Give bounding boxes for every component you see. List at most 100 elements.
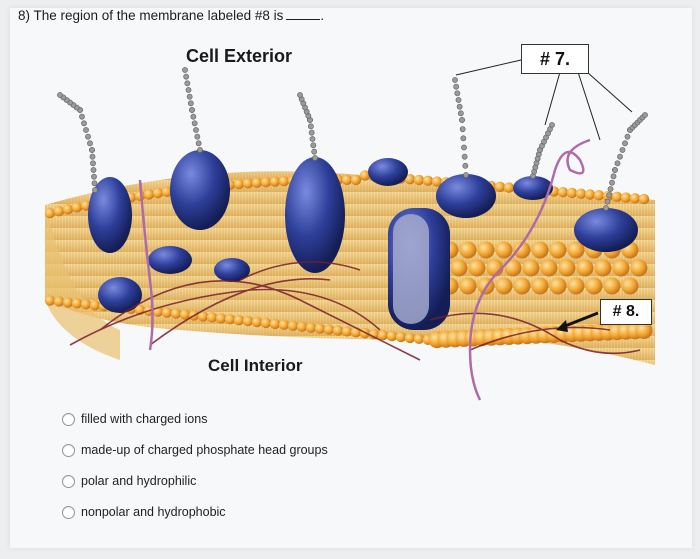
- sugar-bead: [189, 107, 195, 113]
- sugar-bead: [193, 127, 199, 133]
- membrane-side: [45, 205, 120, 360]
- phosphate-head: [567, 241, 585, 259]
- sugar-bead: [460, 135, 467, 142]
- phosphate-head: [62, 297, 74, 308]
- protein: [574, 208, 638, 252]
- phosphate-head: [638, 193, 650, 205]
- radio-button[interactable]: [62, 412, 75, 426]
- protein: [436, 174, 496, 218]
- sugar-bead: [91, 173, 97, 180]
- sugar-bead: [191, 120, 198, 127]
- phosphate-head: [603, 277, 621, 295]
- phosphate-head: [251, 177, 263, 188]
- phosphate-head: [206, 312, 218, 323]
- sugar-bead: [90, 160, 96, 167]
- protein: [98, 277, 142, 313]
- phosphate-head: [197, 311, 209, 322]
- tag-7-label: # 7.: [521, 44, 589, 74]
- sugar-bead: [604, 198, 611, 205]
- radio-button[interactable]: [62, 474, 75, 488]
- phosphate-head: [341, 174, 353, 186]
- phosphate-head: [522, 259, 540, 277]
- phosphate-head: [368, 328, 380, 340]
- answer-option[interactable]: polar and hydrophilic: [62, 469, 328, 493]
- phosphate-head: [459, 277, 477, 295]
- phosphate-head: [170, 308, 182, 319]
- phosphate-head: [161, 307, 173, 318]
- channel-pore: [393, 214, 429, 324]
- sugar-bead: [309, 136, 316, 142]
- question-prompt: 8) The region of the membrane labeled #8…: [18, 8, 324, 23]
- phosphate-head: [495, 241, 513, 259]
- sugar-bead: [311, 148, 318, 155]
- phosphate-head: [314, 323, 326, 334]
- phosphate-head: [332, 325, 344, 336]
- answer-option[interactable]: filled with charged ions: [62, 407, 328, 431]
- sugar-bead: [81, 120, 87, 127]
- phosphate-head: [495, 277, 513, 295]
- sugar-bead: [297, 92, 303, 98]
- phosphate-head: [422, 175, 434, 186]
- radio-button[interactable]: [62, 443, 75, 457]
- answer-option[interactable]: made-up of charged phosphate head groups: [62, 438, 328, 462]
- phosphate-head: [242, 315, 254, 327]
- tag8-arrow: [556, 311, 599, 332]
- sugar-bead: [612, 167, 618, 173]
- sugar-bead: [453, 83, 460, 90]
- sugar-bead: [85, 133, 91, 140]
- sugar-bead: [308, 129, 315, 136]
- sugar-bead: [622, 140, 628, 147]
- sugar-bead: [186, 93, 193, 100]
- phosphate-head: [531, 241, 549, 259]
- phosphate-head: [233, 178, 245, 190]
- phosphate-head: [477, 241, 495, 259]
- protein: [214, 258, 250, 282]
- phosphate-head: [557, 187, 569, 198]
- phosphate-head: [576, 259, 594, 277]
- phosphate-head: [215, 313, 227, 324]
- sugar-bead: [606, 192, 612, 199]
- phosphate-head: [152, 187, 164, 199]
- sugar-bead: [87, 140, 93, 147]
- phosphate-head: [612, 259, 630, 277]
- sugar-bead: [603, 205, 609, 211]
- answer-option-label: polar and hydrophilic: [81, 474, 197, 488]
- phosphate-head: [585, 277, 603, 295]
- phosphate-head: [620, 192, 632, 203]
- phosphate-head: [233, 314, 245, 326]
- answer-option[interactable]: nonpolar and hydrophobic: [62, 500, 328, 524]
- phosphate-head: [630, 259, 648, 277]
- phosphate-head: [404, 174, 416, 185]
- tag7-pointers: [455, 59, 633, 141]
- phosphate-head: [71, 298, 83, 309]
- protein: [88, 177, 132, 253]
- phosphate-head: [224, 314, 236, 325]
- cytoskeleton-filaments: [69, 261, 641, 361]
- sugar-bead: [462, 162, 469, 169]
- phosphate-head: [143, 189, 155, 200]
- sugar-bead: [184, 80, 191, 87]
- phosphate-head: [242, 178, 254, 189]
- phosphate-head: [269, 318, 281, 330]
- phosphate-head: [350, 174, 362, 186]
- sugar-bead: [457, 110, 464, 117]
- phosphate-head: [53, 206, 65, 217]
- sugar-bead: [610, 173, 617, 180]
- sugar-bead: [91, 180, 98, 187]
- phosphate-head: [531, 277, 549, 295]
- answer-option-label: filled with charged ions: [81, 412, 208, 426]
- sugar-bead: [197, 147, 203, 153]
- sugar-bead: [549, 122, 555, 128]
- answer-option-label: nonpolar and hydrophobic: [81, 505, 226, 519]
- phosphate-head: [161, 186, 173, 198]
- phosphate-head: [305, 322, 317, 333]
- phosphate-head: [566, 187, 578, 199]
- radio-button[interactable]: [62, 505, 75, 519]
- sugar-bead: [183, 73, 190, 80]
- answer-blank: [286, 9, 321, 20]
- sugar-bead: [190, 113, 197, 120]
- protein: [285, 157, 345, 273]
- phosphate-head: [621, 277, 639, 295]
- carbohydrate-chains: [57, 67, 648, 211]
